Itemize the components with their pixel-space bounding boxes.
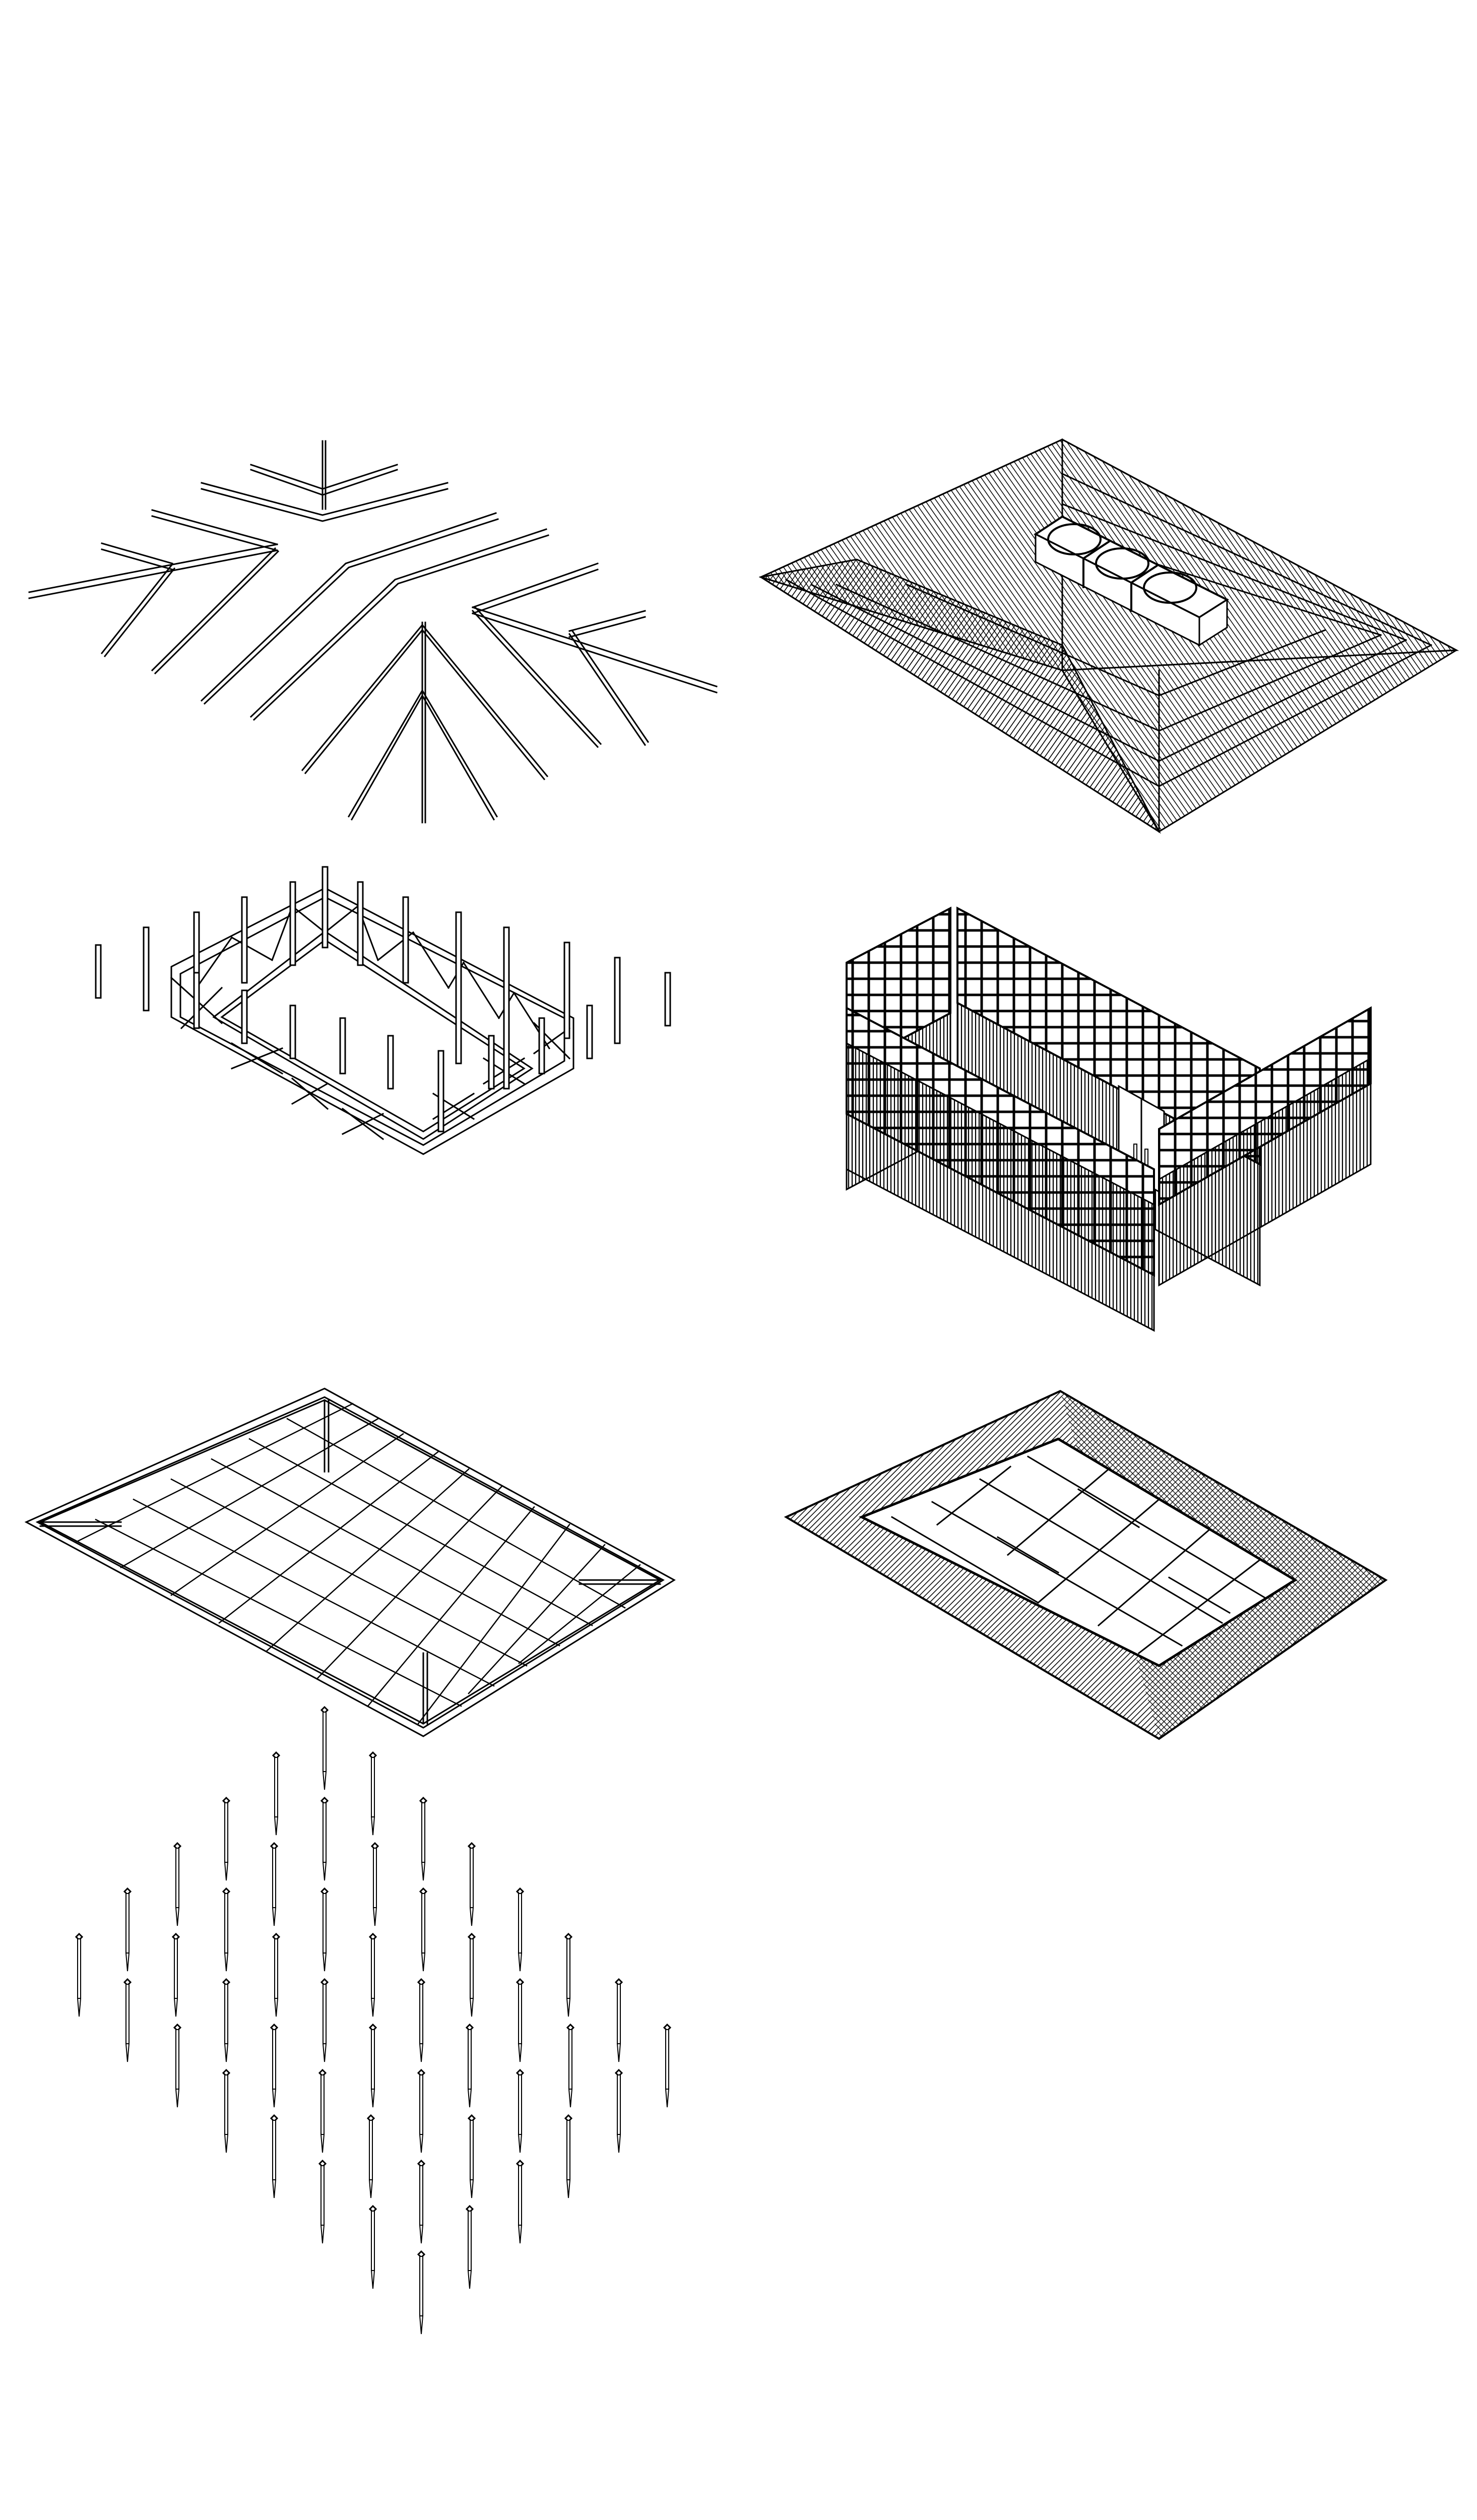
roof-svg xyxy=(758,438,1459,834)
roof-cover-drawing xyxy=(756,433,1461,847)
skylight-group xyxy=(1034,515,1230,647)
floor-deck-drawing xyxy=(756,1371,1461,1764)
frame-svg xyxy=(95,866,671,1155)
wall-front-left xyxy=(846,1006,1155,1332)
skylight-2-icon xyxy=(1095,547,1149,580)
skylight-3-icon xyxy=(1143,572,1197,604)
walls-svg xyxy=(846,906,1372,1332)
joists-svg xyxy=(24,1388,676,1737)
roof-rafters-drawing xyxy=(20,433,726,847)
skylight-1-icon xyxy=(1047,523,1102,555)
rafter-svg xyxy=(28,440,718,824)
wall-panels-drawing xyxy=(756,882,1461,1332)
pile-grid xyxy=(75,1706,671,2335)
structural-frame-drawing xyxy=(20,857,726,1336)
floor-joists-drawing xyxy=(20,1371,726,1764)
wall-front-right xyxy=(1158,1006,1372,1287)
foundation-piles-drawing xyxy=(20,1706,726,2335)
deck-svg xyxy=(784,1390,1388,1740)
piles-svg xyxy=(75,1706,671,2335)
post-group xyxy=(95,866,671,1132)
